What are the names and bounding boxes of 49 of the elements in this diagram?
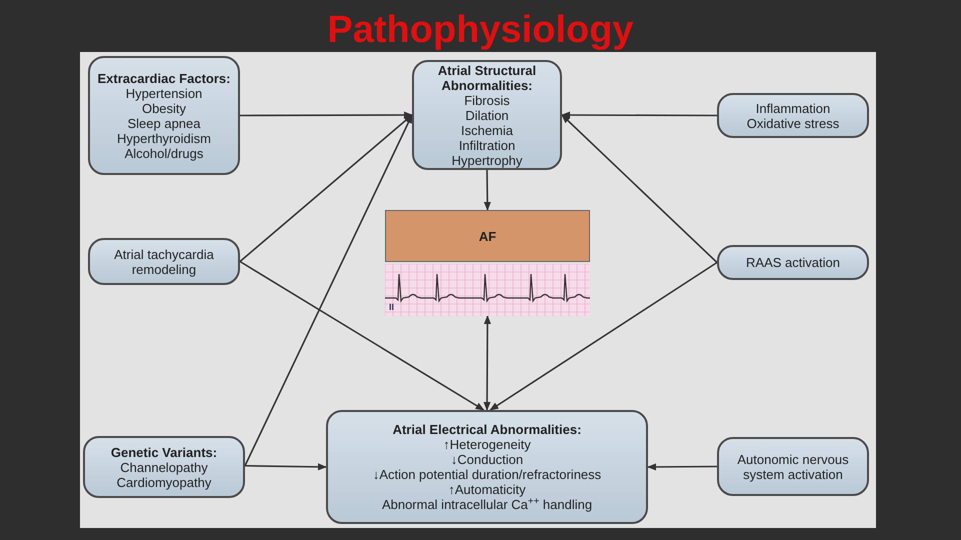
- factor-box: [83, 436, 245, 498]
- rhythm-box: [385, 210, 590, 262]
- box-text: Hypertrophy: [452, 152, 522, 168]
- arrow: [483, 315, 492, 411]
- box-text: Obesity: [142, 100, 186, 116]
- box-text: Infiltration: [458, 138, 516, 152]
- box-text: Cardiomyopathy: [116, 474, 212, 490]
- box-text: ↓Action potential duration/refractoriness: [372, 467, 602, 482]
- box-text: ↑Automaticity: [448, 482, 526, 497]
- box-text: Abnormal intracellular Ca$^{++}$ handling: [382, 497, 592, 512]
- factor-box: [717, 437, 869, 496]
- arrow: [484, 170, 491, 211]
- arrow: [240, 111, 413, 119]
- box-text: Sleep apnea: [127, 116, 200, 130]
- box-text: Hyperthyroidism: [117, 130, 211, 146]
- factor-box: [717, 93, 869, 138]
- box-text: Channelopathy: [120, 460, 208, 474]
- box-text: Atrial Structural Abnormalities:: [436, 62, 538, 92]
- box-text: Alcohol/drugs: [124, 146, 204, 160]
- arrow: [239, 114, 413, 262]
- arrow: [244, 114, 413, 466]
- arrow: [561, 114, 718, 264]
- box-text: Atrial tachycardia remodeling: [113, 246, 215, 276]
- box-text: ↓Conduction: [450, 452, 524, 467]
- factor-box: [326, 410, 648, 524]
- factor-box: [717, 245, 869, 280]
- box-text: Hypertension: [126, 86, 202, 100]
- title: Pathophysiology: [326, 8, 635, 52]
- arrow: [647, 463, 717, 471]
- box-text: Ischemia: [460, 122, 514, 138]
- factor-box: [88, 56, 240, 175]
- arrow: [244, 463, 327, 470]
- box-text: Dilation: [465, 108, 509, 122]
- box-text: Atrial Electrical Abnormalities:: [392, 422, 582, 437]
- box-text: ↑Heterogeneity: [443, 437, 531, 452]
- lead-label: II: [389, 302, 394, 312]
- factor-box: [412, 60, 562, 170]
- box-text: Inflammation: [756, 100, 830, 116]
- arrow: [489, 262, 718, 411]
- box-text: Extracardiac Factors:: [98, 70, 230, 86]
- arrow: [240, 260, 485, 411]
- box-text: RAAS activation: [746, 255, 840, 270]
- box-text: Oxidative stress: [746, 116, 840, 130]
- box-text: Genetic Variants:: [110, 444, 218, 460]
- box-text: Fibrosis: [464, 92, 510, 108]
- box-text: AF: [478, 228, 496, 244]
- box-text: Autonomic nervous system activation: [736, 452, 850, 482]
- arrow: [561, 111, 717, 119]
- factor-box: [88, 238, 240, 285]
